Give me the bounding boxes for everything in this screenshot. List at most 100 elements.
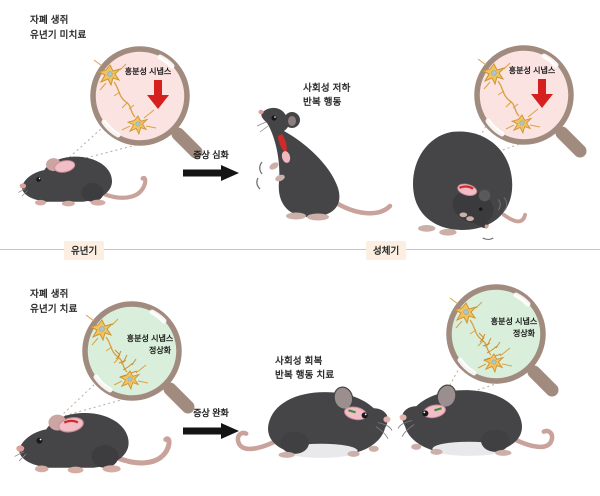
front-paw	[459, 212, 468, 218]
mouse-eye	[36, 177, 42, 182]
brain-patch	[54, 160, 76, 173]
eye-highlight	[364, 413, 367, 416]
ear-inner	[288, 116, 296, 126]
whiskers	[397, 420, 415, 437]
eye-highlight	[423, 411, 426, 414]
mouse-eye	[478, 207, 483, 211]
mouse-eye	[271, 115, 277, 121]
black-right-arrow-icon	[183, 423, 239, 439]
transition-bottom: 증상 완화	[180, 406, 242, 440]
magnifying-glass-icon: 흥분성 시냅스 정상화	[82, 301, 195, 414]
magnifier-label-line2: 정상화	[149, 345, 172, 355]
condition-line1: 자폐 생쥐	[30, 289, 69, 300]
mouse-foot	[102, 465, 121, 473]
magnifier-label: 흥분성 시냅스	[509, 65, 556, 75]
mouse-body	[261, 107, 340, 217]
mouse-tail	[507, 428, 555, 450]
mouse-eye	[361, 412, 368, 419]
red-down-arrow-icon	[531, 79, 553, 108]
red-down-arrow-icon	[147, 80, 169, 109]
outcome-line2: 반복 행동 치료	[275, 370, 335, 382]
hind-leg	[91, 445, 119, 468]
mouse-ear	[478, 189, 491, 202]
hind-leg	[481, 429, 510, 452]
outcome-line2: 반복 행동	[303, 97, 342, 109]
eye-highlight	[274, 116, 276, 118]
green-brain-mark	[348, 409, 356, 414]
mouse-snout	[471, 214, 489, 229]
mouse-eye	[422, 410, 429, 417]
magnifier-handle	[171, 127, 203, 159]
red-brain-mark	[458, 185, 474, 190]
mouse-foot	[286, 212, 306, 220]
motion-lines	[497, 197, 508, 212]
magnifying-glass-icon: 흥분성 시냅스 정상화	[446, 284, 559, 397]
whiskers	[375, 422, 393, 439]
mouse-nose	[258, 109, 264, 115]
whiskers	[18, 188, 28, 197]
mouse-foot	[368, 445, 379, 452]
mouse-nose	[484, 224, 489, 229]
timeline-divider	[0, 249, 600, 250]
mouse-tail	[235, 430, 283, 452]
red-chest-patch	[278, 134, 287, 154]
front-paw	[275, 174, 285, 182]
red-brain-mark	[63, 419, 79, 424]
mouse-foot	[307, 213, 329, 221]
mouse-nose	[399, 414, 407, 421]
black-right-arrow-icon	[183, 165, 239, 181]
outcome-line1: 사회성 저하	[303, 83, 351, 94]
mouse-foot	[34, 199, 47, 206]
condition-line2: 유년기 미치료	[30, 29, 87, 41]
mouse-foot	[90, 199, 106, 206]
mouse-foot	[61, 200, 75, 207]
mouse-nose	[19, 183, 27, 189]
transition-label: 증상 완화	[193, 408, 229, 418]
green-brain-mark	[434, 407, 442, 412]
magnifying-glass-icon: 흥분성 시냅스	[474, 45, 587, 158]
magnifier-label: 흥분성 시냅스	[125, 66, 172, 76]
whiskers	[256, 121, 269, 133]
magnifier-handle	[527, 365, 559, 397]
mouse-tail	[501, 212, 527, 224]
transition-top: 증상 심화	[180, 148, 242, 182]
mouse-tail	[94, 175, 148, 200]
transition-label: 증상 심화	[193, 150, 229, 160]
mouse-standing-illustration	[256, 107, 393, 221]
magnifier-label-line1: 흥분성 시냅스	[491, 316, 538, 326]
mouse-foot	[430, 448, 443, 455]
eye-highlight	[38, 177, 41, 180]
mouse-juvenile-treated-illustration	[14, 412, 172, 474]
outcome-label-untreated: 사회성 저하 반복 행동	[303, 82, 351, 111]
mouse-social-left-illustration	[235, 386, 393, 458]
mouse-foot	[411, 443, 422, 450]
mouse-nose	[16, 445, 25, 452]
mouse-juvenile-untreated-illustration	[18, 156, 148, 207]
chest-patch-pink	[281, 151, 291, 163]
motion-lines	[256, 161, 263, 190]
motion-lines	[482, 237, 494, 240]
hind-leg	[81, 183, 104, 202]
eye-highlight	[39, 438, 42, 441]
stage-label-adult: 성체기	[366, 241, 407, 260]
whiskers	[14, 451, 27, 462]
mouse-foot	[347, 450, 360, 457]
mouse-foot	[439, 228, 457, 236]
mouse-grooming-illustration	[413, 131, 527, 240]
magnifier-label-line2: 정상화	[513, 328, 536, 338]
magnifier-handle	[555, 126, 587, 158]
mouse-tail	[335, 201, 393, 216]
mouse-nose	[383, 416, 391, 423]
outcome-label-treated: 사회성 회복 반복 행동 치료	[275, 355, 334, 384]
condition-line2: 유년기 치료	[30, 303, 78, 315]
mouse-social-right-illustration	[397, 384, 555, 456]
mouse-foot	[495, 449, 512, 456]
magnifier-handle	[163, 382, 195, 414]
mouse-foot	[418, 224, 436, 232]
mouse-tail	[106, 436, 172, 466]
hind-leg	[280, 431, 309, 454]
front-paw	[269, 162, 279, 170]
mouse-eye	[36, 437, 43, 444]
mouse-foot	[278, 451, 295, 458]
